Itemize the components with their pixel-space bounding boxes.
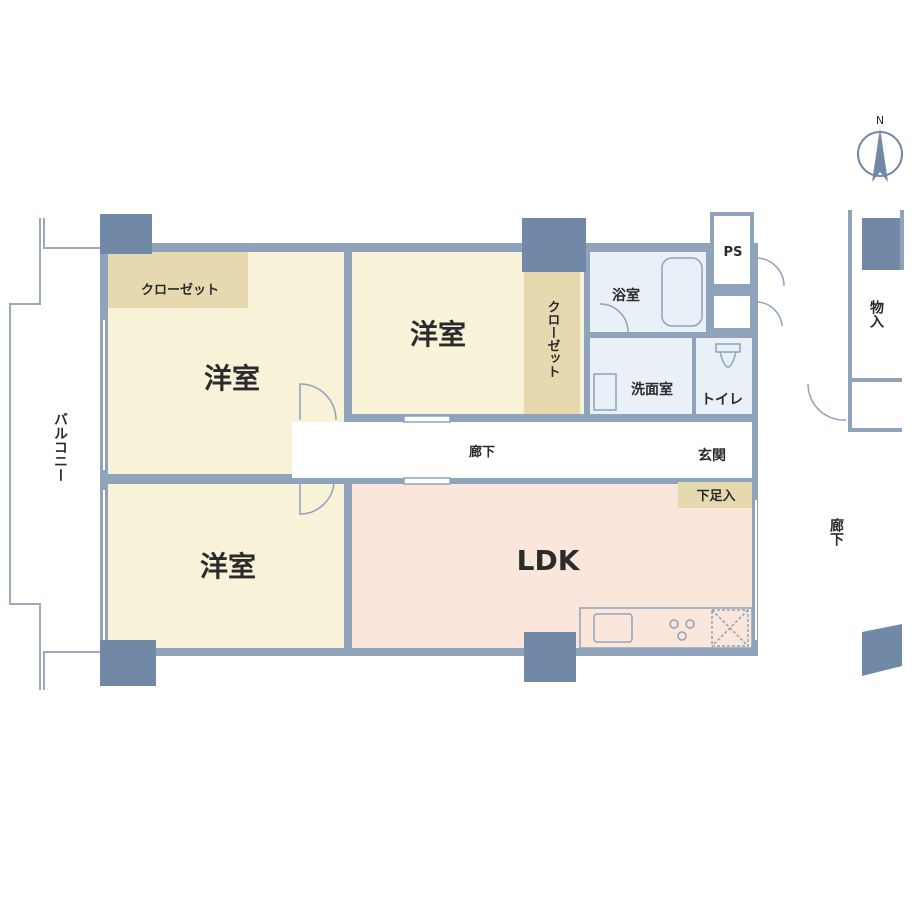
bath-area (590, 252, 706, 332)
windows (103, 320, 757, 640)
sink (593, 373, 617, 411)
toilet-area (696, 338, 752, 414)
storage-label: 物入 (868, 299, 884, 328)
ps-area (710, 212, 754, 288)
outer-hallway-label: 廊下 (828, 517, 844, 547)
closet-center-area (524, 270, 580, 414)
compass: N (857, 114, 903, 182)
doors (299, 257, 847, 515)
balcony-label: バルコニー (52, 412, 68, 482)
bedroom-bottom-left-label: 洋室 (200, 550, 256, 583)
toilet-fixture (715, 343, 741, 368)
bath-label: 浴室 (612, 287, 640, 304)
closet-center-label: クローゼット (545, 300, 561, 378)
bedroom-bottom-left-area (108, 484, 344, 648)
outer-corridor (848, 210, 904, 432)
column-bottom-center (524, 632, 576, 682)
meter-area (710, 292, 754, 332)
bedroom-top-left-label: 洋室 (204, 362, 260, 395)
entrance-label: 玄関 (698, 447, 726, 464)
hallway-label: 廊下 (469, 444, 495, 460)
shoe-storage-label: 下足入 (696, 489, 735, 504)
bathtub (661, 257, 703, 327)
balcony (9, 218, 100, 690)
toilet-label: トイレ (701, 392, 743, 408)
ps-label: PS (724, 245, 743, 260)
compass-north-label: N (876, 114, 884, 127)
column-top-center (522, 218, 586, 272)
columns (100, 214, 902, 686)
column-top-left (100, 214, 152, 254)
kitchen-counter (579, 607, 753, 649)
kitchen-sink (593, 613, 633, 643)
washroom-label: 洗面室 (631, 381, 673, 398)
shoe-storage-area (678, 482, 752, 508)
closet-left-area (108, 252, 248, 308)
ldk-label: LDK (517, 544, 581, 577)
ldk-area (352, 484, 752, 648)
column-storage (862, 218, 902, 270)
closet-left-label: クローゼット (141, 282, 219, 298)
fixtures (579, 257, 753, 649)
column-outer-bottom (862, 624, 902, 676)
hallway-area (292, 422, 672, 478)
bedroom-top-center-label: 洋室 (410, 318, 466, 351)
entrance-area (672, 422, 752, 478)
compass-needle-icon (872, 128, 888, 182)
fridge-space (711, 609, 749, 647)
column-bottom-left (100, 640, 156, 686)
washroom-area (590, 338, 692, 414)
